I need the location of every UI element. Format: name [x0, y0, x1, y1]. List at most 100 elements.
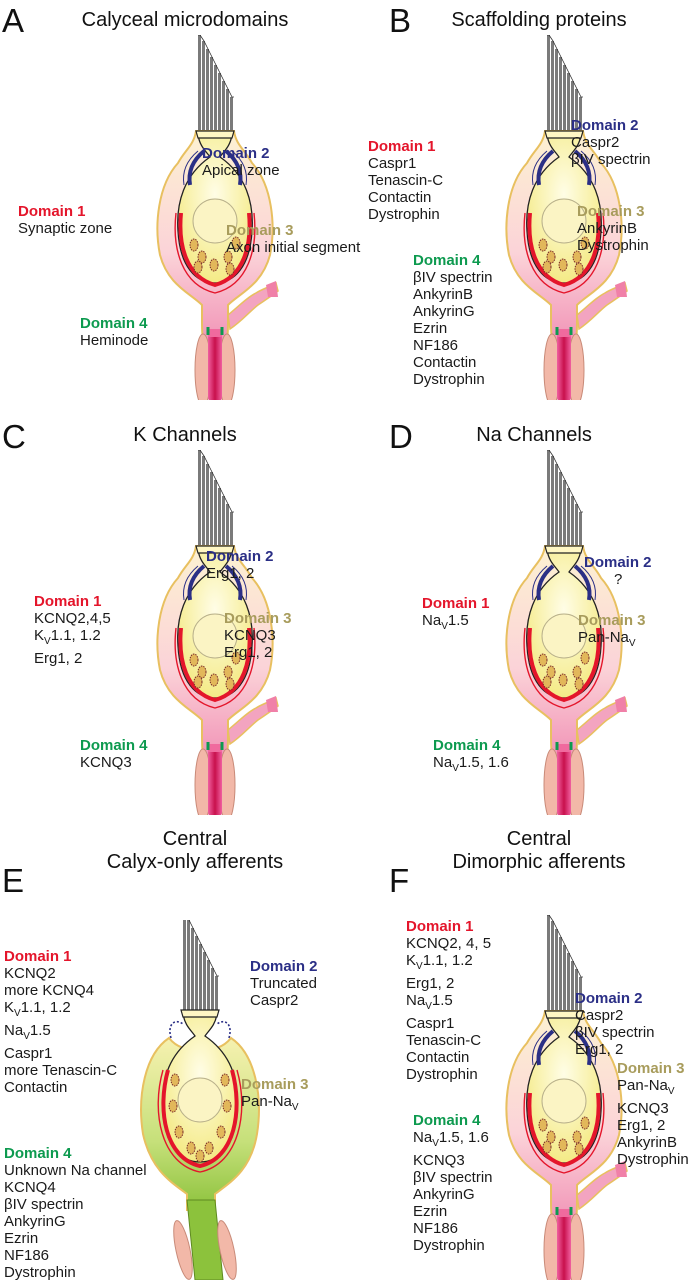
domain-4-lines: βIV spectrin AnkyrinB AnkyrinG Ezrin NF1… [413, 269, 493, 388]
panel-c: C K Channels Domain 2 Erg1, 2 Domain 1 K… [0, 415, 349, 815]
domain-3-title: Domain 3 [577, 203, 645, 220]
domain-item: Caspr2 [250, 992, 299, 1009]
panel-title: Central Calyx-only afferents [70, 828, 320, 874]
domain-item: βIV spectrin [575, 1024, 655, 1041]
domain-2-lines: Truncated Caspr2 [250, 975, 318, 1009]
domain-4-label: Domain 4 βIV spectrin AnkyrinB AnkyrinG … [413, 252, 493, 388]
domain-4-label: Domain 4 KCNQ3 [80, 737, 148, 771]
panel-title-line: Calyx-only afferents [106, 851, 284, 873]
panel-title-line: Central [506, 828, 572, 850]
domain-item: Dystrophin [368, 206, 440, 223]
domain-4-title: Domain 4 [80, 315, 148, 332]
domain-1-lines: Caspr1 Tenascin-C Contactin Dystrophin [368, 155, 443, 223]
domain-item: more KCNQ4 [4, 982, 95, 999]
panel-title: Calyceal microdomains [65, 9, 305, 32]
domain-item: ? [614, 571, 623, 588]
domain-item: NaV1.5 [406, 992, 453, 1012]
domain-1-label: Domain 1 KCNQ2,4,5 KV1.1, 1.2 Erg1, 2 [34, 593, 111, 667]
domain-item: NaV1.5 [422, 612, 469, 632]
domain-1-label: Domain 1 Synaptic zone [18, 203, 112, 237]
domain-2-title: Domain 2 [575, 990, 643, 1007]
domain-item: Caspr2 [571, 134, 620, 151]
domain-3-title: Domain 3 [224, 610, 292, 627]
domain-3-title: Domain 3 [578, 612, 646, 629]
domain-1-title: Domain 1 [406, 918, 474, 935]
domain-3-text: Axon initial segment [226, 239, 361, 256]
domain-item: Dystrophin [4, 1264, 76, 1281]
domain-1-label: Domain 1 Caspr1 Tenascin-C Contactin Dys… [368, 138, 443, 223]
panel-label: C [2, 418, 26, 455]
domain-item: Caspr1 [368, 155, 417, 172]
domain-2-lines: Caspr2 βIV spectrin Erg1, 2 [575, 1007, 655, 1058]
domain-2-title: Domain 2 [202, 145, 270, 162]
domain-item: Unknown Na channel [4, 1162, 147, 1179]
domain-item: Dystrophin [617, 1151, 689, 1168]
domain-item: KCNQ2, 4, 5 [406, 935, 492, 952]
domain-2-title: Domain 2 [571, 117, 639, 134]
domain-3-label: Domain 3 KCNQ3 Erg1, 2 [224, 610, 292, 661]
domain-2-title: Domain 2 [206, 548, 274, 565]
domain-4-title: Domain 4 [4, 1145, 72, 1162]
domain-item: Caspr1 [406, 1015, 455, 1032]
domain-4-lines: Unknown Na channel KCNQ4 βIV spectrin An… [4, 1162, 147, 1281]
domain-4-lines: NaV1.5, 1.6 KCNQ3 βIV spectrin AnkyrinG … [413, 1129, 493, 1254]
domain-1-title: Domain 1 [4, 948, 72, 965]
domain-item: Erg1, 2 [224, 644, 273, 661]
domain-item: AnkyrinG [413, 1186, 475, 1203]
domain-1-lines: KCNQ2,4,5 KV1.1, 1.2 Erg1, 2 [34, 610, 111, 667]
domain-3-title: Domain 3 [241, 1076, 309, 1093]
domain-3-title: Domain 3 [617, 1060, 685, 1077]
domain-4-title: Domain 4 [413, 252, 481, 269]
panel-title: K Channels [65, 424, 305, 447]
domain-item: AnkyrinB [413, 286, 474, 303]
domain-item: Pan-NaV [241, 1093, 299, 1113]
domain-3-label: Domain 3 AnkyrinB Dystrophin [577, 203, 649, 254]
domain-2-label: Domain 2 Truncated Caspr2 [250, 958, 318, 1009]
domain-item: βIV spectrin [4, 1196, 84, 1213]
domain-3-label: Domain 3 Axon initial segment [226, 222, 360, 256]
domain-4-label: Domain 4 NaV1.5, 1.6 [433, 737, 509, 777]
domain-item: Contactin [4, 1079, 68, 1096]
domain-item: AnkyrinG [413, 303, 475, 320]
domain-item: KCNQ2,4,5 [34, 610, 111, 627]
domain-4-title: Domain 4 [433, 737, 501, 754]
domain-3-title: Domain 3 [226, 222, 294, 239]
domain-item: Tenascin-C [368, 172, 444, 189]
panel-label: A [2, 2, 25, 39]
domain-item: NaV1.5 [4, 1022, 51, 1042]
domain-3-lines: KCNQ3 Erg1, 2 [224, 627, 292, 661]
domain-item: AnkyrinB [617, 1134, 678, 1151]
domain-item: Ezrin [413, 1203, 448, 1220]
domain-4-label: Domain 4 Heminode [80, 315, 148, 349]
panel-title-line: Calyceal microdomains [81, 9, 289, 31]
domain-1-label: Domain 1 KCNQ2 more KCNQ4 KV1.1, 1.2 NaV… [4, 948, 117, 1096]
domain-item: Pan-NaV [578, 629, 636, 649]
domain-item: KCNQ2 [4, 965, 56, 982]
domain-2-text: Apical zone [202, 162, 280, 179]
domain-item: Erg1, 2 [406, 975, 455, 992]
domain-3-label: Domain 3 Pan-NaV [241, 1076, 309, 1116]
panel-label: E [2, 862, 25, 899]
domain-item: NaV1.5, 1.6 [433, 754, 509, 774]
domain-item: Dystrophin [413, 1237, 485, 1254]
domain-4-title: Domain 4 [413, 1112, 481, 1129]
domain-1-lines: KCNQ2, 4, 5 KV1.1, 1.2 Erg1, 2 NaV1.5 Ca… [406, 935, 491, 1083]
panel-title-line: K Channels [133, 424, 237, 446]
domain-1-text: Synaptic zone [18, 220, 113, 237]
panel-a: A Calyceal microdomains Domain 2 Apical … [0, 0, 360, 400]
domain-3-label: Domain 3 Pan-NaV [578, 612, 646, 652]
domain-item: KCNQ4 [4, 1179, 56, 1196]
domain-item: Contactin [368, 189, 432, 206]
domain-1-title: Domain 1 [422, 595, 490, 612]
domain-item: NF186 [413, 1220, 459, 1237]
domain-2-label: Domain 2 ? [584, 554, 652, 588]
domain-3-lines: AnkyrinB Dystrophin [577, 220, 649, 254]
panel-label: D [389, 418, 413, 455]
domain-1-label: Domain 1 NaV1.5 [422, 595, 490, 635]
domain-2-label: Domain 2 Caspr2 βIV spectrin [571, 117, 651, 168]
domain-item: Erg1, 2 [34, 650, 83, 667]
panel-e: E Central Calyx-only afferents Domain 1 … [0, 820, 349, 1281]
domain-item: Caspr1 [4, 1045, 53, 1062]
domain-2-title: Domain 2 [584, 554, 652, 571]
domain-item: KCNQ3 [413, 1152, 465, 1169]
